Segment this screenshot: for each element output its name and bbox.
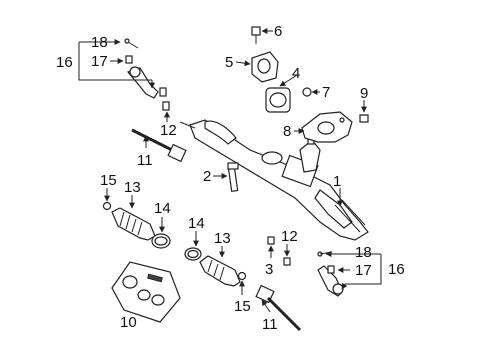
boot-clamp-right (184, 247, 202, 261)
callout-13-left: 13 (124, 179, 141, 196)
bolt-2 (227, 162, 239, 192)
callout-1: 1 (333, 173, 341, 190)
rack-boot-left (111, 207, 156, 241)
boot-kit (111, 261, 181, 323)
rack-bushing (265, 87, 291, 113)
callout-12-lower: 12 (281, 228, 298, 245)
callout-18-lower: 18 (355, 244, 372, 261)
bolt-6 (251, 26, 261, 44)
callout-9: 9 (360, 85, 368, 102)
nut-12-upper (162, 101, 170, 111)
callout-4: 4 (292, 65, 300, 82)
tie-rod-end-left (124, 38, 167, 99)
mount-bracket (251, 51, 279, 83)
callout-8: 8 (283, 123, 291, 140)
clamp-bracket (301, 111, 353, 143)
nut-12-lower (283, 257, 291, 266)
inner-tie-rod-upper (131, 128, 187, 163)
inner-tie-rod-lower (255, 284, 302, 332)
nut-3 (267, 236, 275, 245)
callout-13-right: 13 (214, 230, 231, 247)
callout-10: 10 (120, 314, 137, 331)
callout-6: 6 (274, 23, 282, 40)
callout-17-upper: 17 (91, 53, 108, 70)
rack-boot-right (199, 255, 241, 287)
callout-11-lower: 11 (262, 316, 278, 333)
callout-15-right: 15 (234, 298, 251, 315)
callout-2: 2 (203, 168, 211, 185)
callout-labels: 1 2 3 4 5 6 7 8 9 10 11 11 12 12 13 13 1… (56, 23, 405, 333)
boot-clamp-left (151, 233, 171, 249)
callout-17-lower: 17 (355, 262, 372, 279)
nut-7 (302, 87, 312, 97)
callout-18-upper: 18 (91, 34, 108, 51)
callout-5: 5 (225, 54, 233, 71)
callout-12-upper: 12 (160, 122, 177, 139)
callout-16-upper: 16 (56, 54, 73, 71)
callout-3: 3 (265, 261, 273, 278)
callout-14-left: 14 (154, 200, 171, 217)
callout-7: 7 (322, 84, 330, 101)
nut-15-right (237, 271, 247, 281)
leader-lines (78, 28, 382, 313)
nut-15-left (102, 201, 112, 211)
bolt-9 (359, 114, 369, 123)
callout-14-right: 14 (188, 215, 205, 232)
callout-16-lower: 16 (388, 261, 405, 278)
tie-rod-end-right (317, 251, 344, 297)
callout-15-left: 15 (100, 172, 117, 189)
callout-11-upper: 11 (137, 152, 153, 169)
